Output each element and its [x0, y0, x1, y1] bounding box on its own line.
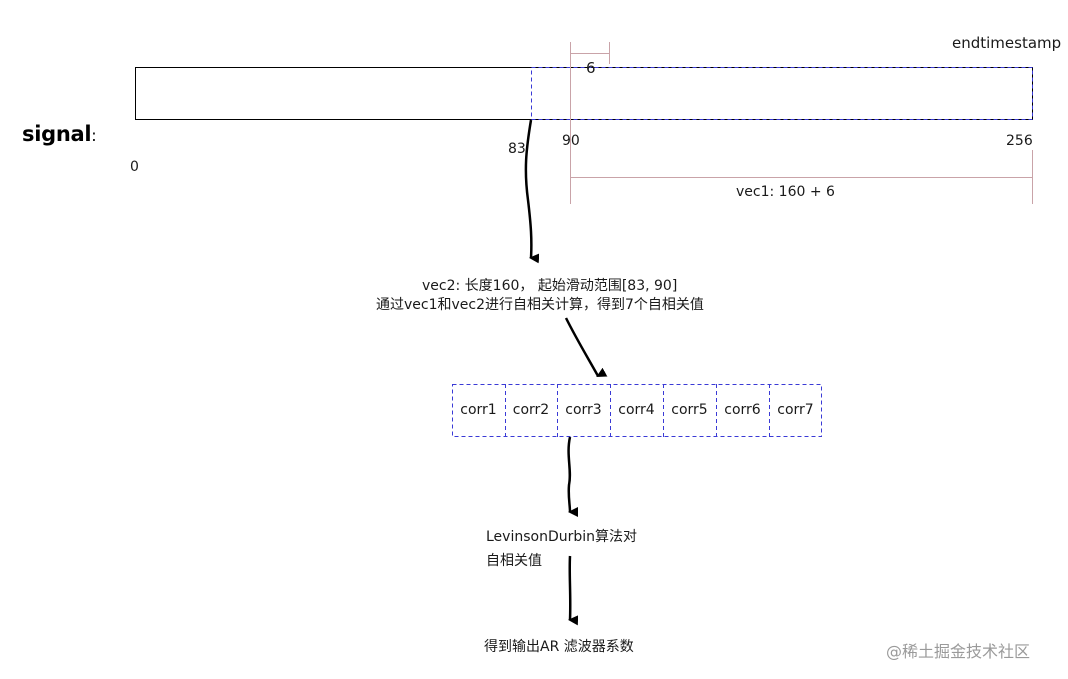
levinson-line2: 自相关值: [486, 553, 542, 569]
corr-cell-4: corr4: [618, 402, 655, 418]
signal-title: signal:: [22, 122, 97, 146]
endtimestamp-label: endtimestamp: [952, 34, 1062, 52]
signal-title-colon: :: [91, 126, 97, 145]
tick-83-label: 83: [508, 141, 526, 157]
tick-90-label: 90: [562, 133, 580, 149]
corr-row-boxes: [452, 384, 822, 437]
arrow-signal-to-vec2: [524, 119, 540, 264]
vec2-description-line1: vec2: 长度160， 起始滑动范围[83, 90]: [422, 278, 678, 294]
output-label: 得到输出AR 滤波器系数: [484, 639, 634, 655]
signal-title-text: signal: [22, 122, 92, 146]
corr-cell-7: corr7: [777, 402, 814, 418]
vec-region-dashed-box: [531, 67, 1033, 120]
tick-256-label: 256: [1006, 133, 1033, 149]
corr-cell-6: corr6: [724, 402, 761, 418]
corr-cell-5: corr5: [671, 402, 708, 418]
corr-cell-1: corr1: [460, 402, 497, 418]
corr-cell-3: corr3: [565, 402, 602, 418]
arrow-vec2-to-corr: [564, 317, 608, 377]
arrow-levinson-to-output: [568, 555, 579, 626]
corr-cell-2: corr2: [512, 402, 550, 418]
signal-box: [135, 67, 1033, 120]
watermark: @稀土掘金技术社区: [886, 642, 1031, 661]
arrow-corr-to-levinson: [567, 436, 579, 517]
offset-6-label: 6: [586, 59, 596, 77]
levinson-line1: LevinsonDurbin算法对: [486, 529, 638, 545]
tick-0-label: 0: [130, 159, 139, 175]
vec1-label: vec1: 160 + 6: [736, 184, 835, 200]
vec2-description-line2: 通过vec1和vec2进行自相关计算，得到7个自相关值: [376, 297, 704, 313]
